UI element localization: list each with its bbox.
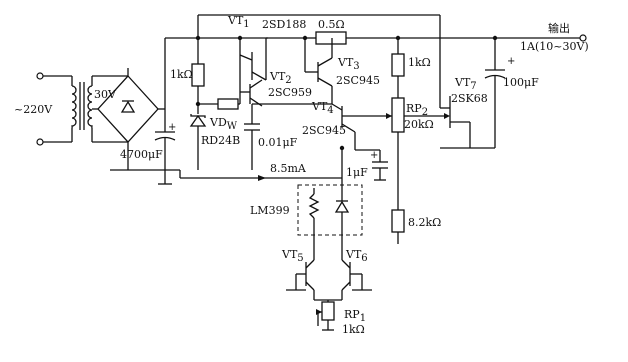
output-capacitor: + 100μF <box>484 38 539 148</box>
sense-resistor-label: 0.5Ω <box>318 18 345 31</box>
cap-1u: + 1μF <box>346 149 388 181</box>
secondary-voltage-label: 30V <box>94 88 117 101</box>
series-resistor <box>198 92 241 110</box>
rp1-value-label: 1kΩ <box>342 323 365 336</box>
vt7-label: VT7 <box>454 76 477 92</box>
vt6-transistor: VT6 <box>314 244 372 301</box>
vt1-part-label: 2SD188 <box>262 18 306 31</box>
cap-001-label: 0.01μF <box>258 136 298 149</box>
filter-capacitor: + 4700μF <box>120 38 176 185</box>
vt2-label: VT2 <box>269 70 292 86</box>
vt1-label: VT1 <box>227 14 250 30</box>
svg-text:+: + <box>370 150 378 161</box>
output-cap-label: 100μF <box>503 76 539 89</box>
vt7-jfet: VT7 2SK68 <box>404 65 495 149</box>
vt4-label: VT4 <box>311 100 334 116</box>
vt2-part-label: 2SC959 <box>268 86 312 99</box>
vt7-part-label: 2SK68 <box>451 92 488 105</box>
zener-vdw: VDW RD24B <box>189 104 240 170</box>
cap-1u-label: 1μF <box>346 166 368 179</box>
trimmer-rp1: RP1 1kΩ <box>316 300 366 336</box>
current-label: 8.5mA <box>270 162 307 175</box>
cap-001: 0.01μF <box>244 104 298 170</box>
lm399-reference: LM399 <box>250 178 363 252</box>
vt6-label: VT6 <box>345 248 368 264</box>
resistor-82k-label: 8.2kΩ <box>408 216 441 229</box>
bias-resistor-label: 1kΩ <box>170 68 193 81</box>
vt3-transistor: VT3 2SC945 <box>304 38 380 104</box>
vt3-part-label: 2SC945 <box>336 74 380 87</box>
svg-text:+: + <box>507 56 515 67</box>
output-label: 输出 <box>548 21 570 35</box>
vt2-transistor: VT2 2SC959 <box>239 55 312 107</box>
mains-voltage-label: ~220V <box>14 103 53 116</box>
lm399-label: LM399 <box>250 204 290 217</box>
bias-resistor-1k: 1kΩ <box>170 38 205 107</box>
mains-input: ~220V <box>14 72 73 146</box>
svg-text:+: + <box>168 122 176 133</box>
sense-resistor: 0.5Ω <box>302 18 580 45</box>
vdw-label: VDW <box>209 116 238 132</box>
resistor-1k-right-label: 1kΩ <box>408 56 431 69</box>
output-terminal: 输出 1A(10~30V) <box>520 21 589 53</box>
bridge-rectifier <box>92 68 180 171</box>
vt5-transistor: VT5 <box>281 248 315 300</box>
rp1-label: RP1 <box>344 308 366 324</box>
vt5-label: VT5 <box>281 248 304 264</box>
current-path: 8.5mA <box>179 148 343 181</box>
resistor-82k: 8.2kΩ <box>391 209 441 244</box>
rp2-value-label: 20kΩ <box>404 118 434 131</box>
rp2-label: RP2 <box>406 102 428 118</box>
vt3-label: VT3 <box>337 56 360 72</box>
potentiometer-rp2: RP2 20kΩ <box>386 97 434 210</box>
vt4-transistor: VT4 2SC945 <box>252 100 390 151</box>
vt4-part-label: 2SC945 <box>302 124 346 137</box>
vdw-part-label: RD24B <box>201 134 240 147</box>
filter-cap-label: 4700μF <box>120 148 163 161</box>
top-rail <box>165 14 441 65</box>
transformer: 30V <box>71 75 128 143</box>
vt1-transistor: VT1 2SD188 <box>227 14 306 81</box>
output-spec-label: 1A(10~30V) <box>520 40 589 53</box>
resistor-1k-right: 1kΩ <box>391 38 431 98</box>
